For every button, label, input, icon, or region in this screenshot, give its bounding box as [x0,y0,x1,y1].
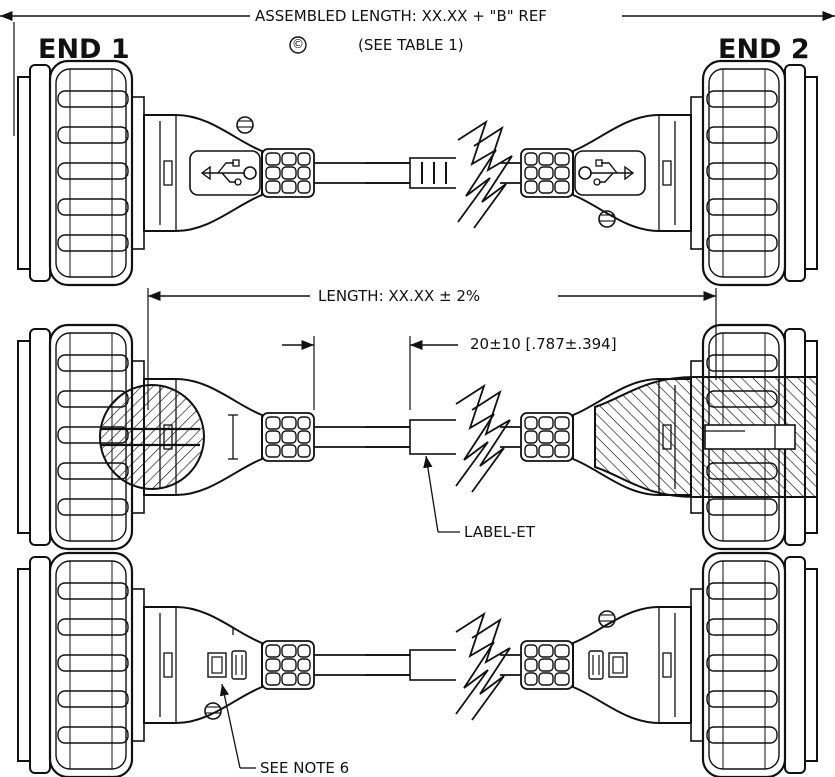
middle-left-connector [16,323,471,551]
top-left-connector [16,59,471,287]
copyright-symbol: © [292,37,304,51]
assembled-length-dimension: ASSEMBLED LENGTH: XX.XX + "B" REF [255,7,547,25]
bottom-left-connector [16,551,471,777]
label-et-callout: LABEL-ET [464,523,535,541]
length-dimension: LENGTH: XX.XX ± 2% [318,287,481,305]
label-offset-dimension: 20±10 [.787±.394] [470,335,617,353]
see-note-6-callout: SEE NOTE 6 [260,759,350,777]
copyright-circle-icon [289,36,307,54]
top-view [0,10,835,287]
middle-right-connector [364,323,819,551]
see-table-note: (SEE TABLE 1) [358,36,464,54]
middle-view [16,288,819,551]
bottom-view [16,551,819,777]
end-2-label: END 2 [718,34,810,65]
left-section-detail [99,384,205,490]
end-1-label: END 1 [38,34,130,65]
